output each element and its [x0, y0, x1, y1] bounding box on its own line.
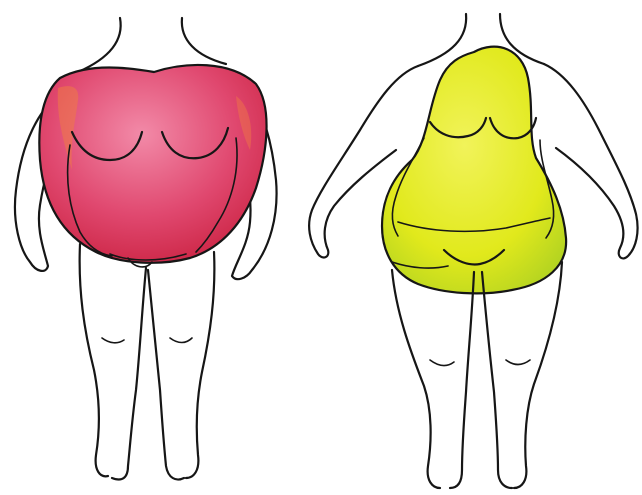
apple-left-leg-outer	[80, 244, 108, 476]
apple-right-leg-outer	[186, 252, 214, 478]
apple-left-knee	[102, 338, 124, 343]
pear-right-leg-inner	[482, 272, 512, 488]
apple-figure	[15, 18, 277, 480]
apple-left-leg-inner	[112, 268, 146, 480]
pear-figure	[309, 14, 637, 488]
apple-right-leg-inner	[148, 270, 184, 480]
pear-left-knee	[430, 360, 454, 366]
apple-right-knee	[170, 338, 192, 343]
pear-left-leg-inner	[450, 272, 474, 488]
apple-neck-right	[182, 18, 226, 64]
pear-torso-fill	[382, 47, 566, 294]
pear-left-leg-outer	[392, 270, 440, 488]
pear-right-knee	[506, 360, 530, 365]
pear-right-leg-outer	[514, 262, 562, 488]
apple-neck-left	[78, 18, 121, 72]
